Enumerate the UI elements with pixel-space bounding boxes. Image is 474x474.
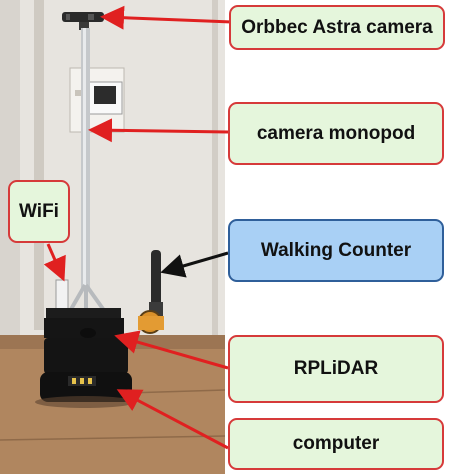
computer-label: computer xyxy=(228,418,444,470)
wifi-label: WiFi xyxy=(8,180,70,243)
monopod-label: camera monopod xyxy=(228,102,444,165)
camera-label: Orbbec Astra camera xyxy=(229,5,445,50)
rplidar-label: RPLiDAR xyxy=(228,335,444,403)
walking-counter-label: Walking Counter xyxy=(228,219,444,282)
